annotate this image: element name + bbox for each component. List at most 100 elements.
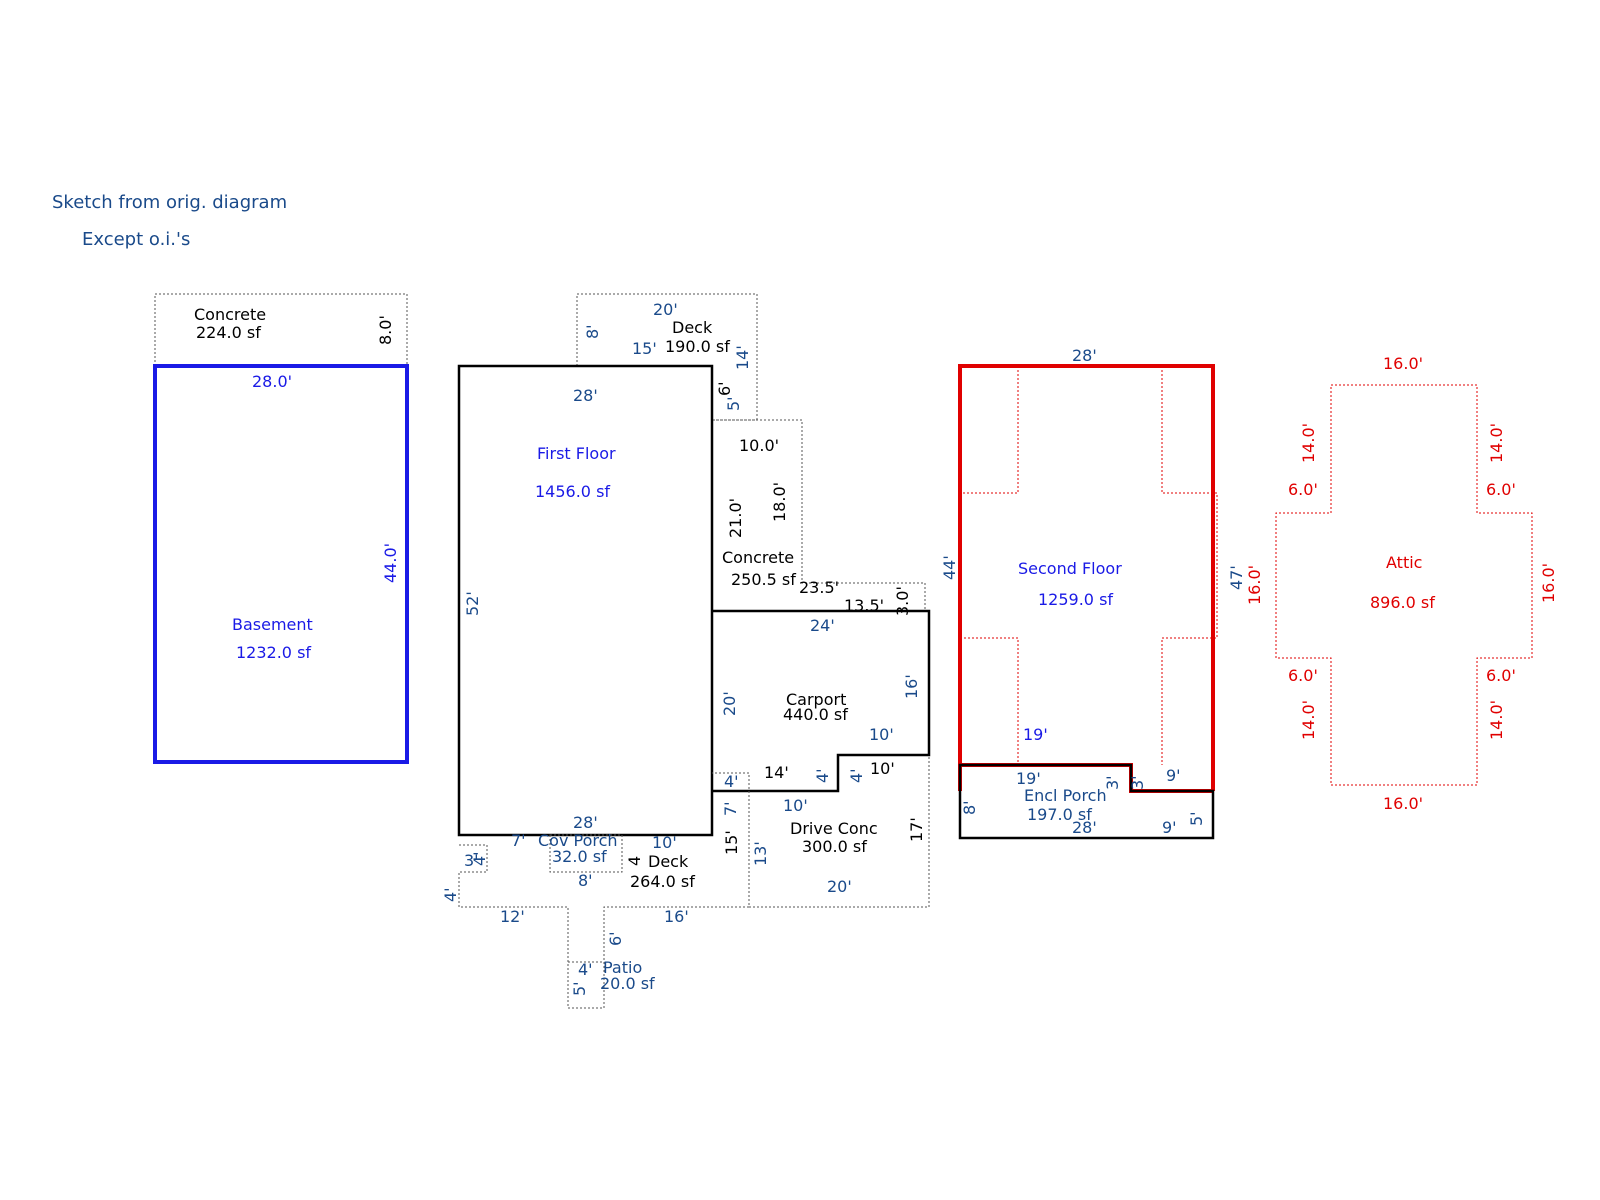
dim-carport-right: 16' xyxy=(902,674,921,699)
attic-area: 896.0 sf xyxy=(1370,593,1435,612)
cov-porch-area: 32.0 sf xyxy=(552,847,607,866)
dim-deck-20: 20' xyxy=(653,300,678,319)
deck-top-area: 190.0 sf xyxy=(665,337,730,356)
patio-name: Patio xyxy=(603,958,642,977)
dim-carport-inner-10: 10' xyxy=(869,725,894,744)
dim-conc-18: 18.0' xyxy=(770,482,789,522)
attic-name: Attic xyxy=(1386,553,1422,572)
dim-lower-drive-10: 10' xyxy=(783,796,808,815)
dim-attic-lr14: 14.0' xyxy=(1487,700,1506,740)
dim-porch-5: 5' xyxy=(1187,811,1206,826)
dim-lower-deck-6: 6' xyxy=(606,931,625,946)
dim-attic-top: 16.0' xyxy=(1383,354,1423,373)
dim-attic-right: 16.0' xyxy=(1539,563,1558,603)
dim-deck-14: 14' xyxy=(733,345,752,370)
dim-conc-21: 21.0' xyxy=(726,498,745,538)
dim-second-floor-right: 47' xyxy=(1227,565,1246,590)
encl-porch-name: Encl Porch xyxy=(1024,786,1107,805)
dim-carport-notch-4b: 4' xyxy=(847,768,866,783)
cov-porch-outline xyxy=(549,834,623,873)
deck-top-name: Deck xyxy=(672,318,713,337)
dim-attic-left: 16.0' xyxy=(1245,565,1264,605)
dim-second-floor-top: 28' xyxy=(1072,346,1097,365)
dim-first-floor-top: 28' xyxy=(573,386,598,405)
dim-attic-ur14: 14.0' xyxy=(1487,423,1506,463)
dim-lower-drive-17: 17' xyxy=(907,817,926,842)
dim-lower-deck-3: 3' xyxy=(464,851,479,870)
dim-carport-notch-10: 10' xyxy=(870,759,895,778)
note-line-1: Sketch from orig. diagram xyxy=(52,192,288,213)
first-floor-area: 1456.0 sf xyxy=(535,482,610,501)
dim-lower-drive-20: 20' xyxy=(827,877,852,896)
dim-conc-23-5: 23.5' xyxy=(799,578,839,597)
dim-lower-patio-5: 5' xyxy=(570,981,589,996)
carport-name: Carport xyxy=(786,690,846,709)
second-floor-outline xyxy=(958,364,1215,793)
dim-deck-6: 6' xyxy=(715,381,734,396)
dim-first-floor-bottom: 28' xyxy=(573,813,598,832)
dim-porch-8: 8' xyxy=(960,800,979,815)
dim-lower-cp-8: 8' xyxy=(578,871,593,890)
deck-bottom-outline xyxy=(458,772,750,1009)
attic-outline xyxy=(1275,384,1533,786)
encl-porch-area: 197.0 sf xyxy=(1027,805,1092,824)
dim-deck-5: 5' xyxy=(724,396,743,411)
dim-second-floor-left: 44' xyxy=(940,555,959,580)
dim-attic-bottom: 16.0' xyxy=(1383,794,1423,813)
dim-carport-left-4: 4' xyxy=(724,772,739,791)
dim-porch-3b: 3' xyxy=(1128,775,1147,790)
dim-attic-ur6: 6.0' xyxy=(1486,480,1516,499)
note-line-2: Except o.i.'s xyxy=(82,229,191,250)
dim-basement-concrete-side: 8.0' xyxy=(376,315,395,345)
dim-second-floor-inner-19: 19' xyxy=(1023,725,1048,744)
second-floor-area: 1259.0 sf xyxy=(1038,590,1113,609)
dim-attic-ll14: 14.0' xyxy=(1299,700,1318,740)
dim-basement-right: 44.0' xyxy=(381,543,400,583)
dim-lower-cp-4: 4 xyxy=(625,856,644,866)
carport-area: 440.0 sf xyxy=(783,705,848,724)
dim-attic-ul6: 6.0' xyxy=(1288,480,1318,499)
dim-lower-deck-12: 12' xyxy=(500,907,525,926)
drive-conc-area: 300.0 sf xyxy=(802,837,867,856)
dim-first-floor-left: 52' xyxy=(463,591,482,616)
second-floor-name: Second Floor xyxy=(1018,559,1122,578)
dim-conc-10: 10.0' xyxy=(739,436,779,455)
dim-carport-top: 24' xyxy=(810,616,835,635)
cov-porch-name: Cov Porch xyxy=(538,831,618,850)
dim-carport-notch-4a: 4' xyxy=(813,768,832,783)
concrete-side-outline xyxy=(712,419,926,611)
dim-basement-top: 28.0' xyxy=(252,372,292,391)
dim-lower-cp-10: 10' xyxy=(652,833,677,852)
dim-lower-deck-15: 15' xyxy=(722,830,741,855)
dim-deck-15: 15' xyxy=(632,339,657,358)
basement-concrete-name: Concrete xyxy=(194,305,266,324)
dim-porch-9a: 9' xyxy=(1166,766,1181,785)
dim-porch-3a: 3' xyxy=(1103,775,1122,790)
dim-porch-28: 28' xyxy=(1072,818,1097,837)
dim-conc-3: 3.0' xyxy=(893,586,912,616)
dim-porch-9b: 9' xyxy=(1162,818,1177,837)
concrete-side-name: Concrete xyxy=(722,548,794,567)
first-floor-name: First Floor xyxy=(537,444,616,463)
concrete-side-area: 250.5 sf xyxy=(731,570,796,589)
encl-porch-outline xyxy=(958,763,1215,840)
drive-conc-name: Drive Conc xyxy=(790,819,878,838)
dim-lower-patio-4: 4' xyxy=(578,960,593,979)
carport-outline xyxy=(712,609,931,793)
basement-concrete-outline xyxy=(154,293,408,367)
dim-lower-deck-4a: 4' xyxy=(470,851,489,866)
dim-attic-ll6: 6.0' xyxy=(1288,666,1318,685)
dim-lower-drive-13: 13' xyxy=(751,841,770,866)
patio-area: 20.0 sf xyxy=(600,974,655,993)
basement-name: Basement xyxy=(232,615,313,634)
dim-lower-deck-4b: 4' xyxy=(441,887,460,902)
dim-conc-13-5: 13.5' xyxy=(844,596,884,615)
deck-bottom-area: 264.0 sf xyxy=(630,872,695,891)
dim-deck-8: 8' xyxy=(583,324,602,339)
dim-attic-lr6: 6.0' xyxy=(1486,666,1516,685)
dim-lower-deck-7: 7' xyxy=(721,801,740,816)
basement-outline xyxy=(153,364,409,764)
dim-porch-19: 19' xyxy=(1016,769,1041,788)
dim-lower-deck-16: 16' xyxy=(664,907,689,926)
